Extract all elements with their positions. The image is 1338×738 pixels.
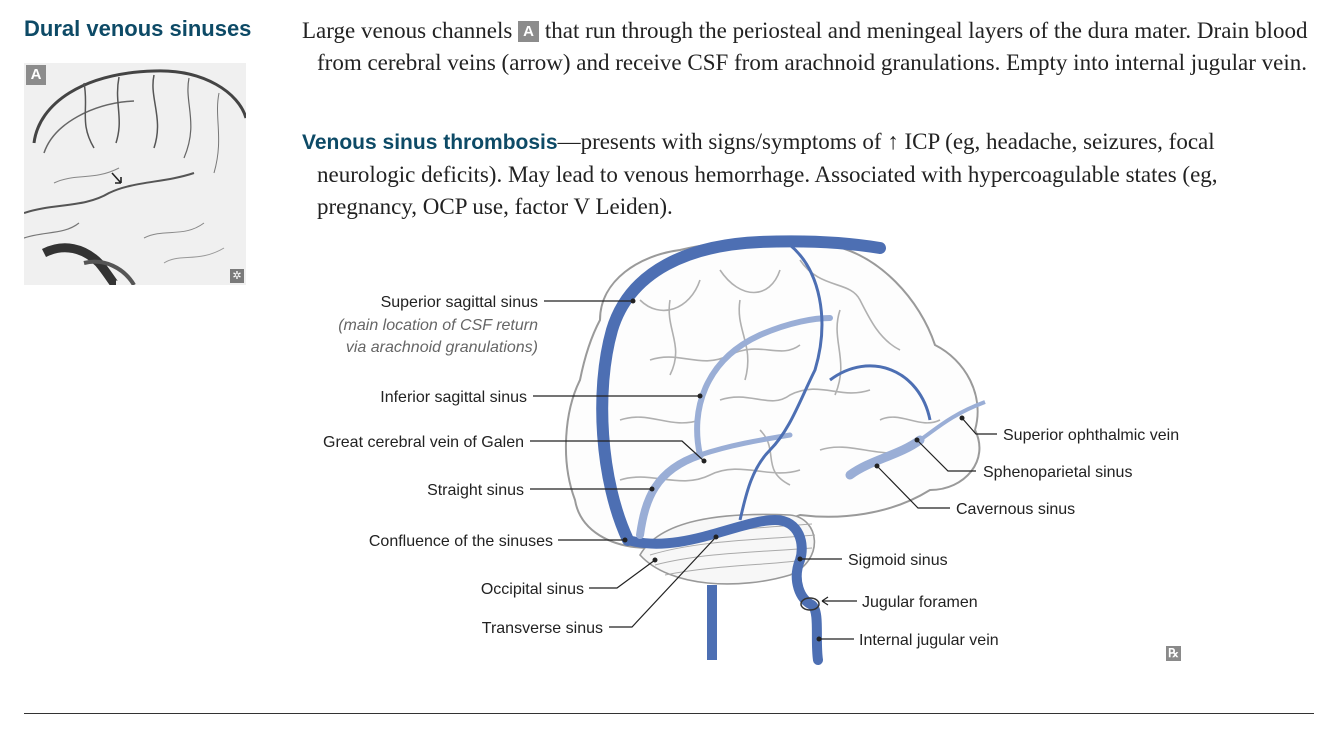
superior-sagittal-sinus xyxy=(596,235,886,546)
rx-badge: ℞ xyxy=(1166,646,1181,661)
label-occipital: Occipital sinus xyxy=(481,581,584,598)
image-corner-badge: ✲ xyxy=(230,269,244,283)
label-cavernous: Cavernous sinus xyxy=(956,501,1075,518)
label-straight: Straight sinus xyxy=(427,482,524,499)
angiogram-image: A ✲ xyxy=(24,63,246,285)
inferior-sagittal-sinus xyxy=(694,315,833,458)
jugular-foramen-ring xyxy=(800,597,820,611)
footer-rule xyxy=(24,713,1314,714)
inline-badge-a: A xyxy=(518,21,540,42)
thrombosis-text: —presents with signs/symptoms of ↑ ICP (… xyxy=(317,129,1218,219)
cavernous-sinus xyxy=(845,435,925,480)
label-galen: Great cerebral vein of Galen xyxy=(323,434,524,451)
label-superior-sagittal: Superior sagittal sinus xyxy=(381,294,538,311)
sphenoparietal xyxy=(918,400,986,442)
image-badge-a: A xyxy=(26,65,46,85)
thrombosis-paragraph: Venous sinus thrombosis—presents with si… xyxy=(302,126,1317,223)
label-sphenoparietal: Sphenoparietal sinus xyxy=(983,464,1132,481)
transverse-sinus xyxy=(623,514,823,665)
paragraph1-before: Large venous channels xyxy=(302,18,519,43)
label-sup-ophthalmic: Superior ophthalmic vein xyxy=(1003,427,1179,444)
paragraph1-after: that run through the periosteal and meni… xyxy=(317,18,1308,75)
straight-sinus xyxy=(636,451,704,539)
section-heading: Dural venous sinuses xyxy=(24,16,252,41)
description-paragraph: Large venous channels A that run through… xyxy=(302,15,1317,79)
label-confluence: Confluence of the sinuses xyxy=(369,533,553,550)
label-superior-sagittal-note1: (main location of CSF return xyxy=(338,317,538,334)
thrombosis-term: Venous sinus thrombosis xyxy=(302,131,558,154)
angiogram-drawing xyxy=(24,63,246,285)
label-transverse: Transverse sinus xyxy=(482,620,603,637)
label-internal-jugular: Internal jugular vein xyxy=(859,632,999,649)
label-jugular-foramen: Jugular foramen xyxy=(862,594,978,611)
label-sigmoid: Sigmoid sinus xyxy=(848,552,948,569)
cerebellum xyxy=(639,513,816,585)
brain-outline xyxy=(564,239,981,550)
label-superior-sagittal-note2: via arachnoid granulations) xyxy=(346,339,538,356)
label-inferior-sagittal: Inferior sagittal sinus xyxy=(380,389,527,406)
superficial-vein xyxy=(738,243,824,521)
superficial-vein-2 xyxy=(829,364,932,421)
